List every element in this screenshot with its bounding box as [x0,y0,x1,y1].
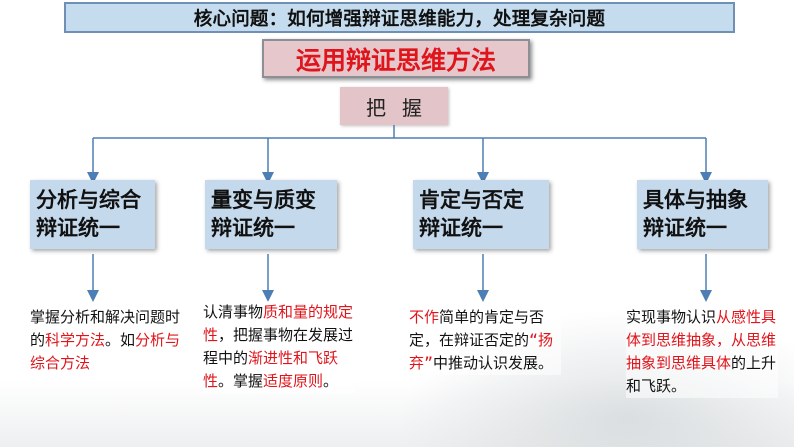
highlight-text: “扬弃” [409,331,554,372]
description-text: 中推动认识发展。 [433,354,554,372]
description-text: 。 [323,372,339,390]
category-subtitle: 辩证统一 [419,216,503,240]
description-text: 简单的肯定与否定，在辩证否定的 [409,308,545,349]
category-title: 分析与综合 [36,188,141,212]
core-question-text: 核心问题：如何增强辩证思维能力，处理复杂问题 [193,8,606,30]
category-subtitle: 辩证统一 [211,216,295,240]
category-title: 具体与抽象 [643,188,748,212]
highlight-text: 不作 [409,308,440,326]
category-subtitle: 辩证统一 [643,216,727,240]
highlight-text: 质和量的规定性 [203,303,354,344]
category-quantity-quality: 量变与质变 辩证统一 [205,180,337,249]
description-quantity-quality: 认清事物质和量的规定性，把握事物在发展过程中的渐进性和飞跃性。掌握适度原则。 [203,301,355,393]
core-question-box: 核心问题：如何增强辩证思维能力，处理复杂问题 [64,2,735,33]
category-affirmation-negation: 肯定与否定 辩证统一 [413,180,549,249]
category-subtitle: 辩证统一 [36,216,120,240]
description-text: 。如 [105,331,136,349]
category-title: 量变与质变 [211,188,316,212]
category-title: 肯定与否定 [419,188,524,212]
description-analysis-synthesis: 掌握分析和解决问题时的科学方法。如分析与综合方法 [30,306,182,375]
description-text: 的上升和飞跃。 [626,354,777,395]
method-title-text: 运用辩证思维方法 [295,45,496,75]
highlight-text: 从感性具体到思维抽象，从思维抽象到思维具体 [626,308,777,372]
description-concrete-abstract: 实现事物认识从感性具体到思维抽象，从思维抽象到思维具体的上升和飞跃。 [626,306,778,398]
description-text: 认清事物 [203,303,264,321]
grasp-box: 把握 [340,87,448,125]
description-text: 实现事物认识 [626,308,717,326]
highlight-text: 科学方法 [45,331,106,349]
highlight-text: 适度原则 [263,372,324,390]
category-analysis-synthesis: 分析与综合 辩证统一 [30,180,155,249]
description-text: 掌握分析和解决问题时的 [30,308,181,349]
description-text: ，把握事物在发展过程中的 [203,326,354,367]
method-title-box: 运用辩证思维方法 [262,39,530,78]
description-affirmation-negation: 不作简单的肯定与否定，在辩证否定的“扬弃”中推动认识发展。 [409,306,561,375]
category-concrete-abstract: 具体与抽象 辩证统一 [637,180,768,249]
description-text: 。掌握 [218,372,264,390]
highlight-text: 渐进性和飞跃性 [203,349,339,390]
highlight-text: 分析与综合方法 [30,331,181,372]
grasp-text: 把握 [366,95,438,120]
